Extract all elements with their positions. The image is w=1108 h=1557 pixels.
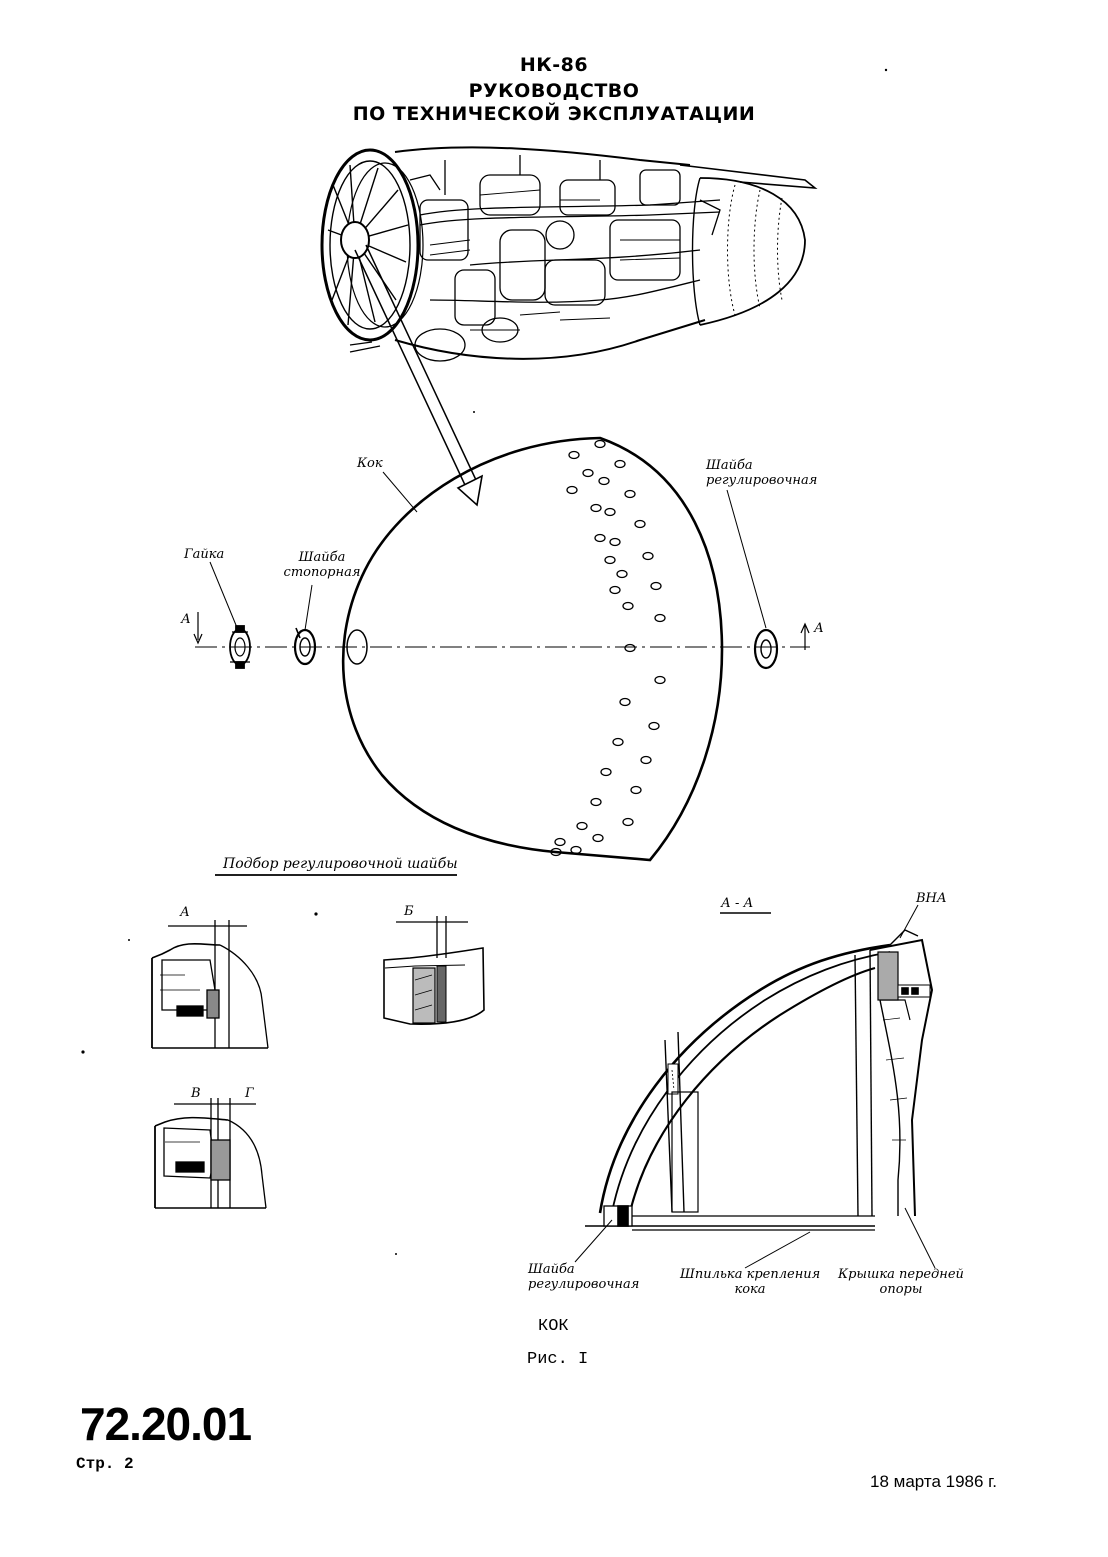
cone-hole xyxy=(622,601,634,611)
label-section-aa: А - А xyxy=(721,896,754,911)
label-gaika: Гайка xyxy=(184,547,225,562)
manual-title-line1: РУКОВОДСТВО xyxy=(468,80,640,102)
lock-washer-part xyxy=(293,627,317,666)
cone-hole-pattern xyxy=(550,439,666,857)
cone-hole xyxy=(654,675,666,685)
label-kok: Кок xyxy=(357,456,383,471)
issue-date: 18 марта 1986 г. xyxy=(870,1472,998,1491)
cone-hole xyxy=(609,537,621,547)
label-shpilka: Шпилька крепления кока xyxy=(680,1267,820,1297)
label-detail-b: Б xyxy=(404,904,414,919)
cone-hole xyxy=(600,767,612,777)
label-shaiba-reg-bottom: Шайба регулировочная xyxy=(528,1262,639,1292)
figure-number: Рис. I xyxy=(527,1350,589,1369)
section-mark-right: А xyxy=(814,621,824,636)
cone-hole xyxy=(582,468,594,478)
label-shaiba-reg-bottom-line1: Шайба xyxy=(528,1262,575,1277)
cone-hole xyxy=(624,643,636,653)
detail-b-section xyxy=(383,916,485,1025)
cone-hole xyxy=(550,847,562,857)
manual-title-line2: ПО ТЕХНИЧЕСКОЙ ЭКСПЛУАТАЦИИ xyxy=(352,103,756,125)
cone-hole xyxy=(598,476,610,486)
label-detail-v: В xyxy=(191,1086,201,1101)
scan-specks xyxy=(81,68,888,1255)
nut-part xyxy=(229,625,251,669)
cone-hole xyxy=(654,613,666,623)
label-shaiba-stopornaya-line2: стопорная xyxy=(283,565,361,580)
cone-hole xyxy=(554,837,566,847)
cone-hole xyxy=(570,845,582,855)
label-kryshka-line1: Крышка передней xyxy=(838,1267,964,1282)
doc-number: 72.20.01 xyxy=(80,1398,252,1450)
cone-hole xyxy=(650,581,662,591)
cone-hole xyxy=(616,569,628,579)
cone-hole xyxy=(614,459,626,469)
cone-hole xyxy=(604,555,616,565)
cone-hole xyxy=(612,737,624,747)
cone-hole xyxy=(594,439,606,449)
label-podbor: Подбор регулировочной шайбы xyxy=(223,856,458,872)
label-shaiba-reg-top-line1: Шайба xyxy=(706,458,753,473)
cone-hole xyxy=(634,519,646,529)
label-kryshka-line2: опоры xyxy=(879,1282,923,1297)
label-shpilka-line2: кока xyxy=(734,1282,766,1297)
cone-hole xyxy=(604,507,616,517)
engine-model: НК-86 xyxy=(519,54,589,76)
cone-hole xyxy=(642,551,654,561)
cone-hole xyxy=(594,533,606,543)
label-vna: ВНА xyxy=(916,891,947,906)
engine-illustration xyxy=(320,146,818,362)
cone-hole xyxy=(609,585,621,595)
label-shaiba-reg-top-line2: регулировочная xyxy=(706,473,818,488)
cone-hole xyxy=(640,755,652,765)
label-kryshka: Крышка передней опоры xyxy=(835,1267,967,1297)
cone-hole xyxy=(590,503,602,513)
cone-hole xyxy=(592,833,604,843)
cone-hole xyxy=(630,785,642,795)
spinner-cone-exploded-view xyxy=(193,436,810,862)
cone-hole xyxy=(568,450,580,460)
label-shaiba-reg-top: Шайба регулировочная xyxy=(706,458,817,488)
cone-hole xyxy=(648,721,660,731)
label-detail-g: Г xyxy=(245,1086,254,1101)
label-detail-a: А xyxy=(180,905,190,920)
detail-a-section xyxy=(151,920,269,1049)
cone-hole xyxy=(619,697,631,707)
cone-hole xyxy=(624,489,636,499)
cone-hole xyxy=(566,485,578,495)
cone-hole xyxy=(576,821,588,831)
detail-arrow xyxy=(354,244,484,507)
section-a-a xyxy=(574,904,936,1269)
cone-hole xyxy=(622,817,634,827)
label-shaiba-stopornaya: Шайба стопорная xyxy=(282,550,362,580)
page-number: Стр. 2 xyxy=(76,1455,134,1473)
adjusting-washer-part xyxy=(753,628,779,670)
label-shaiba-reg-bottom-line2: регулировочная xyxy=(528,1277,640,1292)
label-shaiba-stopornaya-line1: Шайба xyxy=(298,550,346,565)
section-mark-left: А xyxy=(181,612,191,627)
label-shpilka-line1: Шпилька крепления xyxy=(680,1267,821,1282)
detail-vg-section xyxy=(154,1098,267,1209)
cone-hole xyxy=(590,797,602,807)
figure-name: КОК xyxy=(538,1317,569,1336)
